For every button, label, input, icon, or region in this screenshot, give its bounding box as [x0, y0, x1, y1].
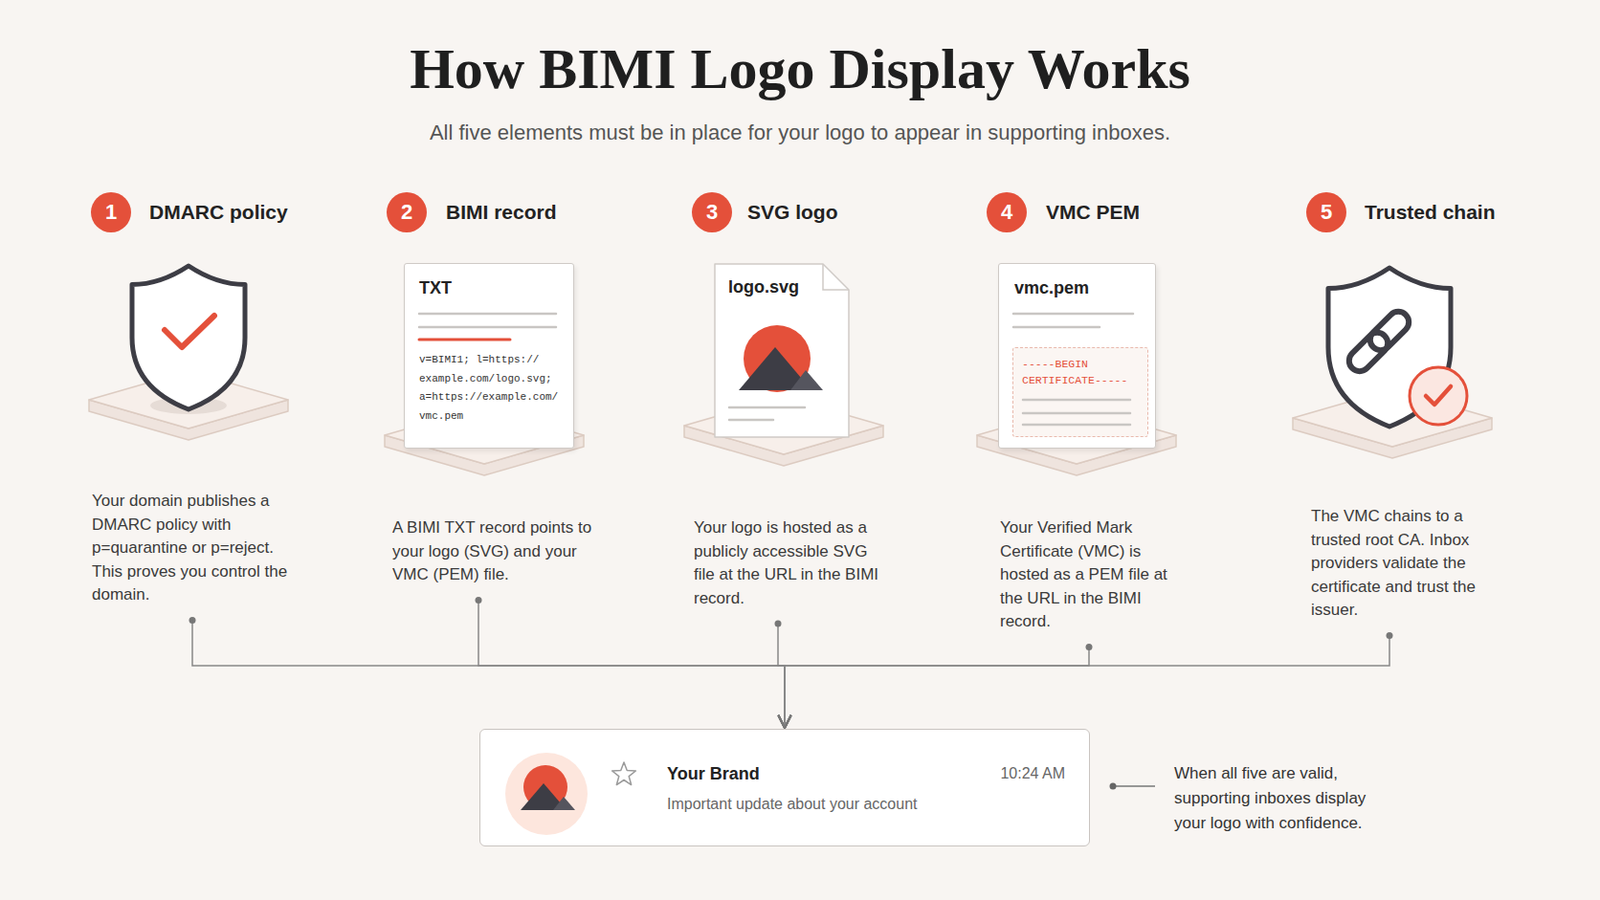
connector [777, 623, 785, 729]
connector-dot [189, 617, 197, 624]
step-column: 2 BIMI record A BIMI TXT record points to … [386, 192, 674, 601]
shield-icon [1328, 267, 1451, 427]
shield-icon [132, 266, 245, 410]
step-description: A BIMI TXT record points to your logo (S… [392, 516, 594, 588]
verified-badge [1409, 367, 1467, 425]
step-heading: SVG logo [747, 199, 839, 226]
node-decoration [480, 730, 1091, 848]
certificate-block: -----BEGIN CERTIFICATE----- [1012, 347, 1149, 438]
step-heading: DMARC policy [149, 199, 289, 226]
check-mark [164, 315, 215, 348]
note-text: When all five are valid, supporting inbo… [1174, 761, 1400, 837]
step-heading: Trusted chain [1364, 199, 1496, 226]
mountain [790, 370, 823, 391]
connector-dot [1086, 644, 1093, 651]
avatar [505, 753, 588, 836]
message-subject: Important update about your account [666, 795, 918, 815]
connector [478, 600, 785, 730]
inbox-message-card: Your BrandImportant update about your ac… [479, 729, 1090, 847]
mountain [553, 797, 576, 811]
record-value: v=BIMI1; l=https:// example.com/logo.svg… [419, 351, 565, 426]
diagram-title: How BIMI Logo Display Works [0, 34, 1600, 104]
step-description: Your logo is hosted as a publicly access… [693, 516, 886, 611]
connector-dot [1386, 632, 1394, 640]
leader-line [1112, 785, 1156, 788]
step-heading: VMC PEM [1045, 199, 1140, 226]
text-line-placeholder [1022, 399, 1131, 402]
text-line-placeholder [419, 326, 556, 330]
connector-dot [775, 621, 782, 628]
step-description: Your Verified Mark Certificate (VMC) is … [1000, 516, 1178, 635]
document-title: logo.svg [728, 276, 800, 298]
text-line-placeholder [419, 338, 511, 342]
step-description: Your domain publishes a DMARC policy wit… [91, 489, 289, 608]
pem-file-document: vmc.pem -----BEGIN CERTIFICATE----- [998, 263, 1156, 449]
svg-file-document: logo.svg [713, 263, 850, 439]
step-column: 5 Trusted chainThe VMC chains to a truste… [1306, 192, 1584, 637]
star-icon [612, 762, 637, 786]
chain-link [1365, 307, 1413, 355]
message-time: 10:24 AM [1000, 764, 1066, 784]
text-line-placeholder [1022, 412, 1131, 416]
step-number: 4 [986, 192, 1027, 233]
connector [784, 647, 1089, 730]
step-number: 5 [1306, 192, 1347, 233]
connector [192, 621, 785, 730]
step-column: 3 SVG logoYour logo is hosted as a public… [691, 192, 979, 624]
subtitle: All five elements must be in place for y… [0, 118, 1600, 148]
text-line-placeholder [1022, 423, 1131, 427]
step-number: 1 [90, 192, 132, 233]
document-outline [714, 264, 849, 438]
document-title: TXT [419, 277, 452, 299]
connector [784, 636, 1390, 730]
document-title: vmc.pem [1014, 277, 1089, 299]
step-number: 3 [691, 192, 733, 233]
step-description: The VMC chains to a trusted root CA. Inb… [1311, 505, 1498, 623]
step-number: 2 [386, 192, 427, 233]
text-line-placeholder [729, 406, 805, 410]
txt-record-document: TXT v=BIMI1; l=https:// example.com/logo.… [403, 263, 575, 449]
check-mark [1425, 386, 1451, 405]
text-line-placeholder [1013, 312, 1134, 316]
step-column: 4 VMC PEM Your Verified Mark Certificate (… [986, 192, 1274, 648]
folded-corner [822, 264, 849, 290]
step-column: 1 DMARC policyYour domain publishes a DMA… [90, 192, 378, 622]
leader-dot [1110, 783, 1117, 791]
step-heading: BIMI record [445, 199, 557, 226]
certificate-header: -----BEGIN CERTIFICATE----- [1022, 355, 1139, 389]
connector-dot [475, 597, 483, 604]
text-line-placeholder [419, 312, 556, 316]
text-line-placeholder [1013, 326, 1100, 330]
text-line-placeholder [729, 419, 774, 423]
sender-name: Your Brand [666, 763, 760, 785]
